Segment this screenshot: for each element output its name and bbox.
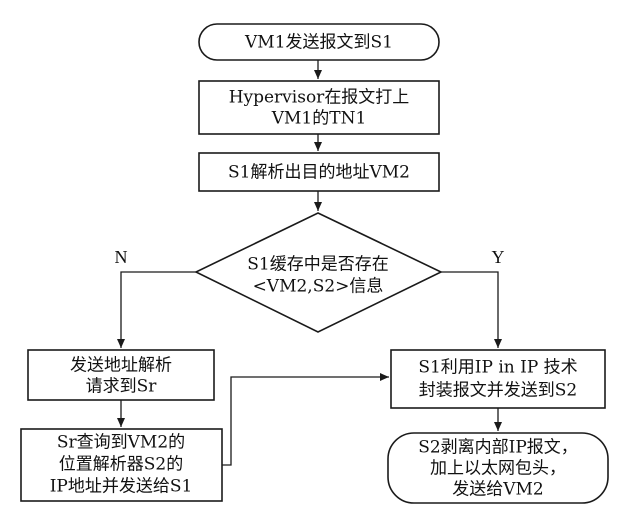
edges — [117, 60, 502, 466]
end-node: S2剥离内部IP报文， 加上以太网包头， 发送给VM2 — [387, 432, 609, 504]
query-label-line-1: Sr查询到VM2的 — [57, 433, 185, 453]
request-label-line-1: 发送地址解析 — [70, 356, 172, 376]
query-label-line-3: IP地址并发送给S1 — [50, 477, 193, 497]
end-label-line-2: 加上以太网包头， — [430, 459, 566, 479]
query-node: Sr查询到VM2的 位置解析器S2的 IP地址并发送给S1 — [20, 428, 223, 502]
tag-node: Hypervisor在报文打上 VM1的TN1 — [198, 80, 440, 135]
query-process-box — [20, 428, 223, 502]
decision-label-line-2: <VM2,S2>信息 — [253, 277, 384, 297]
tag-process-box — [198, 80, 440, 135]
end-label-line-3: 发送给VM2 — [452, 480, 544, 500]
edge-decision-yes — [441, 271, 502, 348]
request-node: 发送地址解析 请求到Sr — [27, 349, 215, 401]
end-label-line-1: S2剥离内部IP报文， — [418, 438, 578, 458]
tag-label-line-2: VM1的TN1 — [271, 109, 367, 129]
edge-decision-no — [117, 271, 196, 348]
request-process-box — [27, 349, 215, 401]
encap-node: S1利用IP in IP 技术 封装报文并发送到S2 — [390, 349, 606, 409]
branch-no-label: N — [115, 247, 128, 267]
request-label-line-2: 请求到Sr — [86, 377, 158, 397]
start-terminator-shape — [198, 23, 440, 61]
decision-node: S1缓存中是否存在 <VM2,S2>信息 — [194, 212, 443, 333]
end-terminator-shape — [387, 432, 609, 504]
branch-yes-label: Y — [492, 247, 505, 267]
tag-label-line-1: Hypervisor在报文打上 — [229, 88, 410, 108]
encap-label-line-2: 封装报文并发送到S2 — [419, 381, 577, 401]
parse-process-box — [198, 152, 440, 192]
start-node: VM1发送报文到S1 — [198, 23, 440, 61]
start-label: VM1发送报文到S1 — [244, 33, 393, 53]
decision-label-line-1: S1缓存中是否存在 — [247, 255, 388, 275]
decision-diamond — [194, 212, 443, 333]
query-label-line-2: 位置解析器S2的 — [59, 455, 183, 475]
parse-node: S1解析出目的地址VM2 — [198, 152, 440, 192]
parse-label: S1解析出目的地址VM2 — [228, 163, 410, 183]
encap-label-line-1: S1利用IP in IP 技术 — [418, 358, 577, 378]
encap-process-box — [390, 349, 606, 409]
edge-query-to-encap — [222, 373, 389, 466]
